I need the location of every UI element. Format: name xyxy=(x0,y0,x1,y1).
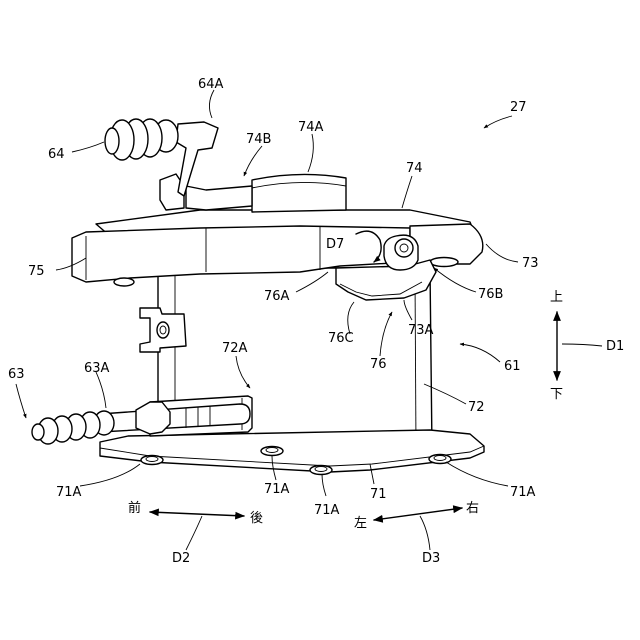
base-hole xyxy=(261,447,283,456)
direction-left: 左 xyxy=(354,516,367,531)
label-71A-4: 71A xyxy=(510,485,536,500)
side-clip xyxy=(140,308,186,352)
base-hole xyxy=(310,466,332,475)
label-76C: 76C xyxy=(328,331,354,346)
base-plate-71 xyxy=(100,430,484,475)
label-61: 61 xyxy=(504,359,521,374)
label-72A: 72A xyxy=(222,341,248,356)
label-74A: 74A xyxy=(298,120,324,135)
label-D3: D3 xyxy=(422,551,440,566)
label-71A-3: 71A xyxy=(314,503,340,518)
label-74: 74 xyxy=(406,161,423,176)
label-63A: 63A xyxy=(84,361,110,376)
label-73A: 73A xyxy=(408,323,434,338)
direction-right: 右 xyxy=(466,501,479,516)
label-63: 63 xyxy=(8,367,25,382)
label-71: 71 xyxy=(370,487,387,502)
label-64A: 64A xyxy=(198,77,224,92)
label-27: 27 xyxy=(510,100,527,115)
label-D7: D7 xyxy=(326,237,344,252)
direction-down: 下 xyxy=(550,387,563,402)
label-D2: D2 xyxy=(172,551,190,566)
label-76A: 76A xyxy=(264,289,290,304)
plate-73 xyxy=(410,224,483,267)
label-72: 72 xyxy=(468,400,485,415)
label-76: 76 xyxy=(370,357,387,372)
direction-front: 前 xyxy=(128,500,141,516)
label-D1: D1 xyxy=(606,339,624,354)
base-hole xyxy=(141,456,163,465)
direction-up: 上 xyxy=(550,290,563,305)
top-boss-74A xyxy=(252,174,346,212)
upper-hose-64 xyxy=(105,119,252,210)
label-74B: 74B xyxy=(246,132,271,147)
label-73: 73 xyxy=(522,256,539,271)
label-71A-2: 71A xyxy=(264,482,290,497)
label-75: 75 xyxy=(28,264,45,279)
label-71A-1: 71A xyxy=(56,485,82,500)
direction-back: 後 xyxy=(250,511,263,526)
label-76B: 76B xyxy=(478,287,503,302)
base-hole xyxy=(429,455,451,464)
label-64: 64 xyxy=(48,147,65,162)
